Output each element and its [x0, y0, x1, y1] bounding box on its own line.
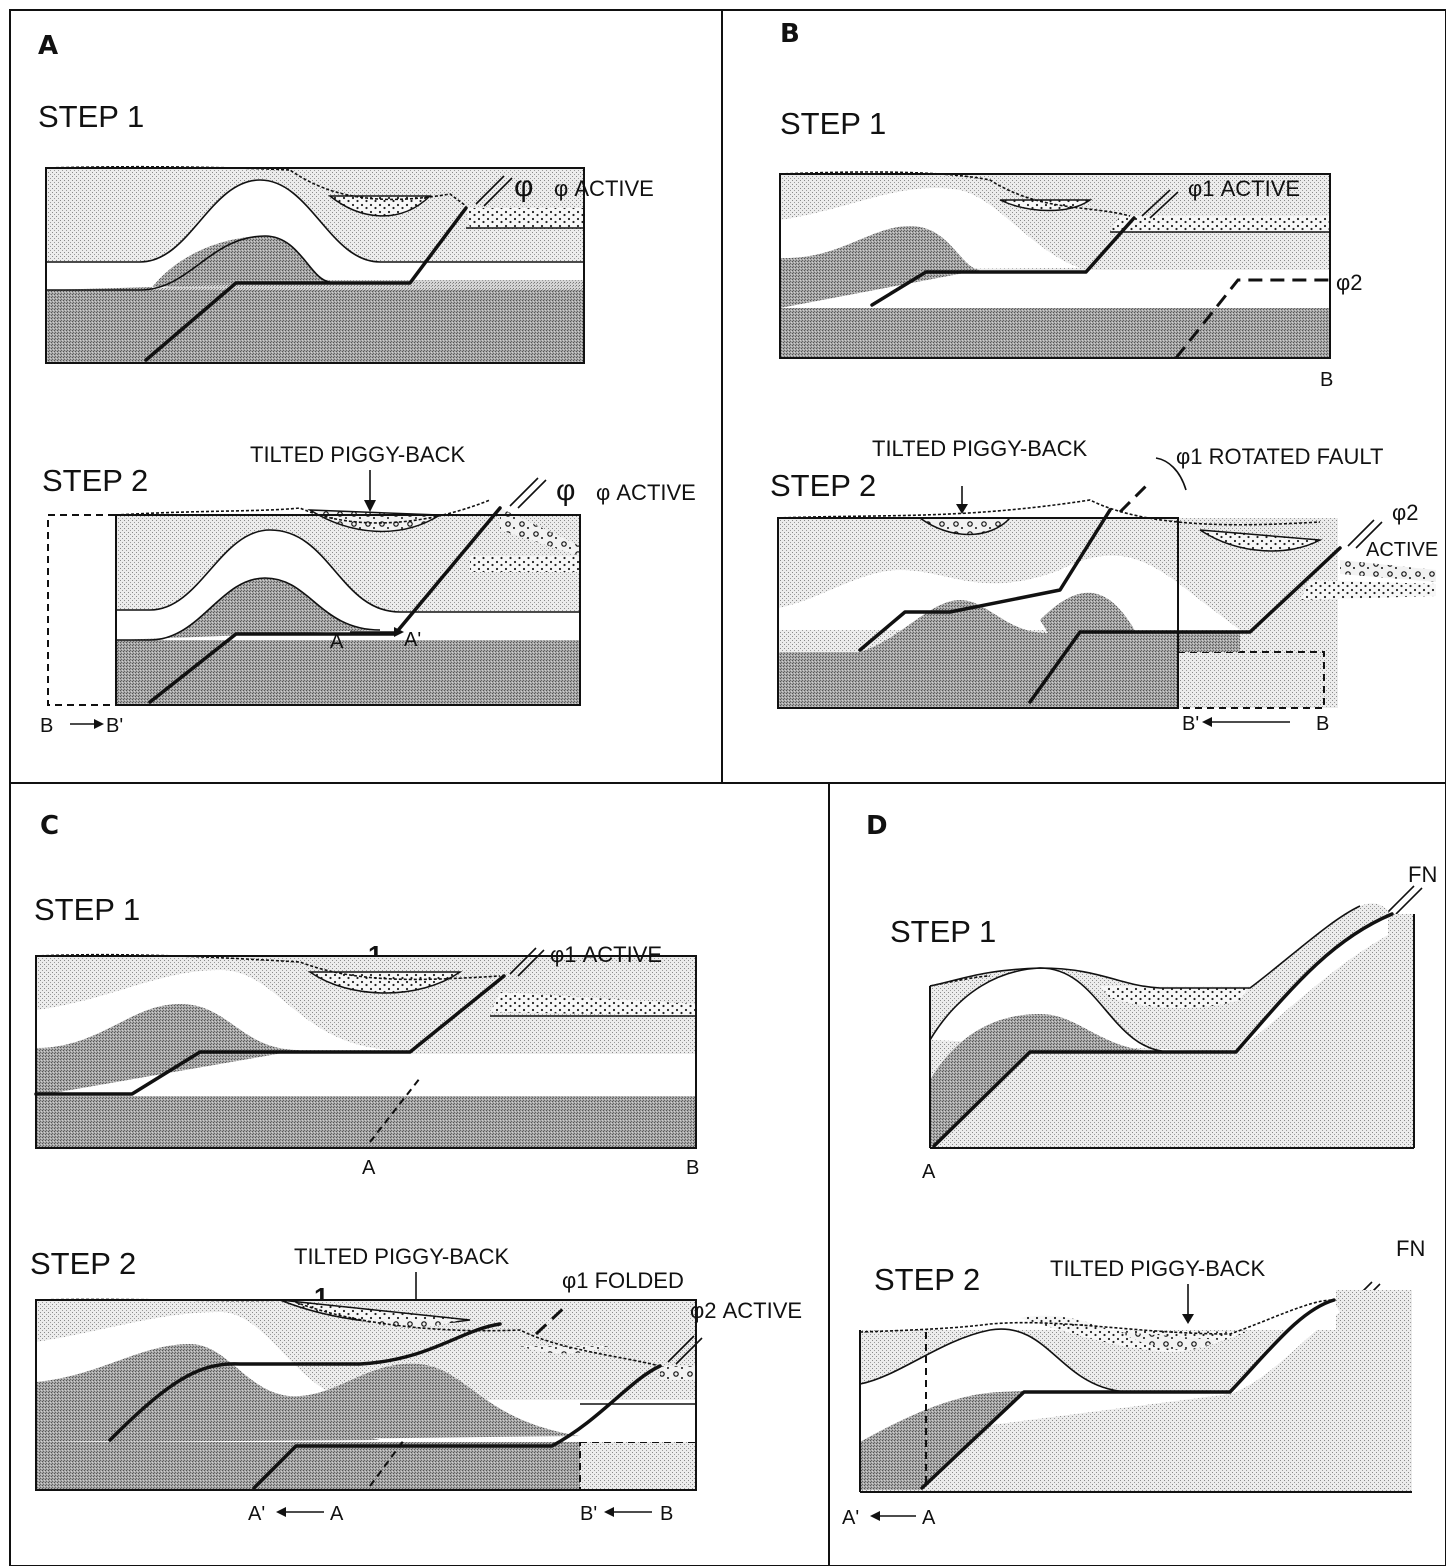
panel-b-letter: B [780, 19, 800, 49]
panel-a-piggyback-label: TILTED PIGGY-BACK [250, 442, 465, 467]
panel-d-fn1-label: FN [1408, 862, 1437, 887]
panel-c-step1-fault-label: φ1 ACTIVE [550, 942, 662, 967]
panel-c-step1-a-label: A [362, 1157, 376, 1179]
panel-c-step2-section [35, 1298, 703, 1491]
panel-c-disp-a: A [330, 1503, 344, 1525]
panel-b-step1-b-label: B [1320, 369, 1333, 391]
panel-b-step2-fault2-label: φ2 [1392, 500, 1419, 525]
panel-b-step2-section [777, 484, 1436, 709]
panel-d-step1-label: STEP 1 [890, 914, 996, 949]
panel-b-step1-label: STEP 1 [780, 106, 886, 141]
panel-c-step1-section [34, 947, 697, 1149]
panel-c-disp-b: B [660, 1503, 673, 1525]
panel-b-step2-label: STEP 2 [770, 468, 876, 503]
panel-b-rotated-label: φ1 ROTATED FAULT [1176, 444, 1383, 469]
panel-a-letter: A [38, 31, 58, 61]
panel-c-folded-label: φ1 FOLDED [562, 1268, 684, 1293]
svg-text:φ: φ [514, 170, 533, 203]
panel-d-step1-section [929, 903, 1415, 1149]
panel-a-step1-section: φ [45, 165, 585, 364]
panel-frames [9, 9, 1446, 1566]
panel-b: B STEP 1 φ1 ACTIVE φ2 B STEP 2 TILTED PI… [770, 19, 1438, 735]
panel-a-step1-fault-label: φ ACTIVE [554, 176, 654, 201]
panel-a: A STEP 1 φ φ ACTIVE STEP 2 TILTED PIGGY-… [38, 31, 696, 737]
panel-d-step1-a-label: A [922, 1161, 936, 1183]
panel-d-letter: D [866, 811, 888, 841]
panel-c-piggyback-label: TILTED PIGGY-BACK [294, 1244, 509, 1269]
panel-b-disp-b-prime: B' [1182, 713, 1199, 735]
panel-b-step1-fault2-label: φ2 [1336, 270, 1363, 295]
panel-d: D FN STEP 1 A STEP 2 TILTED PIGGY-BACK F… [842, 811, 1437, 1529]
panel-c-active2-label: φ2 ACTIVE [690, 1298, 802, 1323]
panel-c-step1-b-label: B [686, 1157, 699, 1179]
panel-d-step2-label: STEP 2 [874, 1262, 980, 1297]
panel-d-disp-a: A [922, 1507, 936, 1529]
panel-d-fn2-label: FN [1396, 1236, 1425, 1261]
panel-d-step2-section [859, 1290, 1412, 1493]
panel-d-piggyback-label: TILTED PIGGY-BACK [1050, 1256, 1265, 1281]
panel-a-step1-label: STEP 1 [38, 99, 144, 134]
panel-b-step1-section [779, 171, 1331, 359]
svg-text:φ: φ [556, 474, 575, 507]
panel-a-step2-label: STEP 2 [42, 463, 148, 498]
panel-b-disp-b: B [1316, 713, 1329, 735]
panel-c-letter: C [40, 811, 59, 841]
panel-b-step1-fault1-label: φ1 ACTIVE [1188, 176, 1300, 201]
panel-a-disp-b: B [40, 715, 53, 737]
panel-b-piggyback-label: TILTED PIGGY-BACK [872, 436, 1087, 461]
panel-a-step2-fault-label: φ ACTIVE [596, 480, 696, 505]
panel-a-disp-a-prime: A' [404, 629, 421, 651]
panel-a-disp-a: A [330, 631, 344, 653]
panel-c-disp-a-prime: A' [248, 1503, 265, 1525]
panel-c: C STEP 1 1 φ1 ACTIVE A B STEP 2 TILTED P… [30, 811, 802, 1525]
panel-d-disp-a-prime: A' [842, 1507, 859, 1529]
panel-a-step2-section: φ [47, 474, 581, 706]
panel-c-step1-label: STEP 1 [34, 892, 140, 927]
panel-c-disp-b-prime: B' [580, 1503, 597, 1525]
panel-a-disp-b-prime: B' [106, 715, 123, 737]
panel-b-step2-active-label: ACTIVE [1366, 539, 1438, 561]
panel-c-step2-label: STEP 2 [30, 1246, 136, 1281]
